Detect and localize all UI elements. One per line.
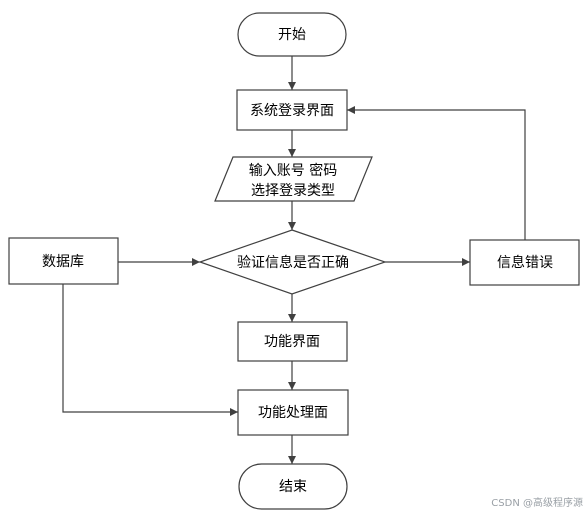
arrow-database-to-function-process bbox=[62, 284, 238, 416]
error-node: 信息错误 bbox=[469, 239, 580, 286]
function-process-node: 功能处理面 bbox=[237, 389, 349, 436]
input-label-line2: 选择登录类型 bbox=[251, 183, 335, 199]
input-label-line1: 输入账号 密码 bbox=[249, 162, 337, 179]
start-label: 开始 bbox=[278, 27, 306, 43]
watermark-text: CSDN @高级程序源 bbox=[491, 496, 583, 509]
error-label: 信息错误 bbox=[497, 254, 553, 271]
function-page-node: 功能界面 bbox=[237, 321, 348, 362]
start-node: 开始 bbox=[237, 12, 347, 57]
end-label: 结束 bbox=[279, 479, 307, 495]
verify-decision-node: 验证信息是否正确 bbox=[198, 229, 387, 295]
input-node: 输入账号 密码 选择登录类型 bbox=[214, 156, 373, 202]
login-page-node: 系统登录界面 bbox=[236, 89, 348, 131]
login-page-label: 系统登录界面 bbox=[250, 103, 334, 119]
database-label: 数据库 bbox=[42, 254, 84, 270]
verify-label: 验证信息是否正确 bbox=[237, 254, 349, 271]
end-node: 结束 bbox=[238, 463, 348, 510]
arrow-error-to-login bbox=[347, 106, 526, 240]
database-node: 数据库 bbox=[8, 237, 119, 285]
function-page-label: 功能界面 bbox=[264, 334, 320, 350]
function-process-label: 功能处理面 bbox=[258, 405, 328, 421]
